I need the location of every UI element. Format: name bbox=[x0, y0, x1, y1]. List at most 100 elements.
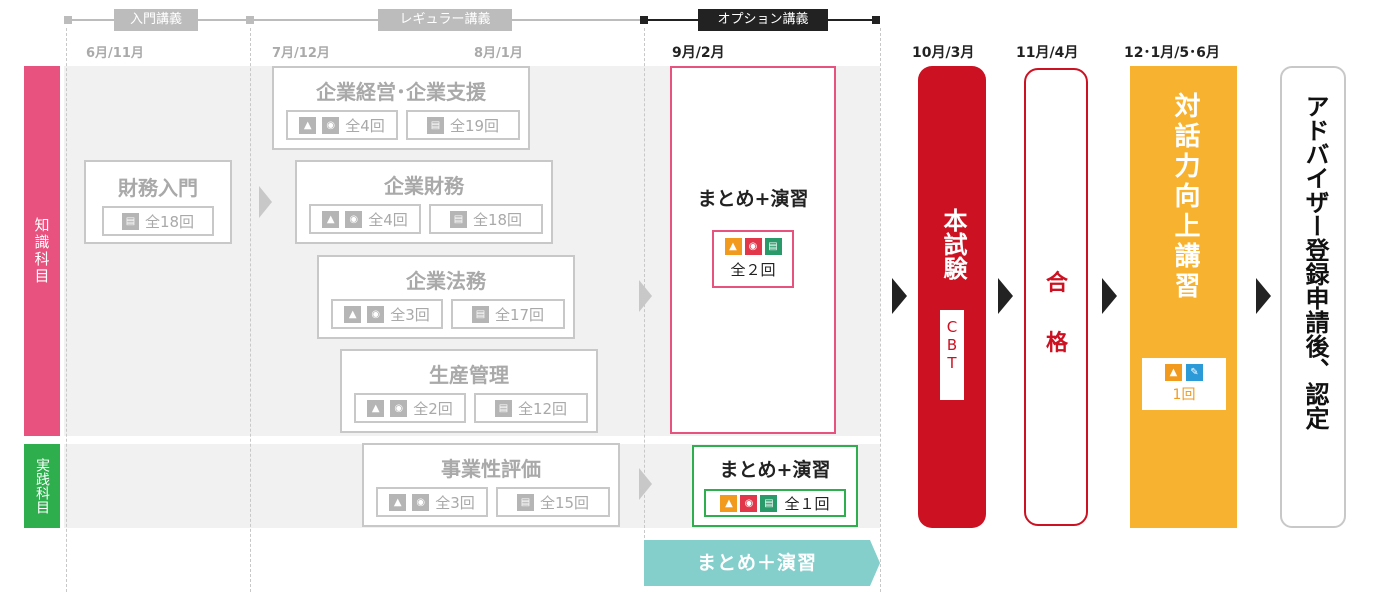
chevron-right-icon bbox=[1102, 278, 1117, 314]
web-class-icon: ◉ bbox=[322, 116, 340, 134]
summary-banner-shape bbox=[644, 540, 880, 586]
timeline-end-dot bbox=[872, 16, 880, 24]
phase-option-label: オプション講義 bbox=[698, 9, 828, 31]
chevron-right-icon bbox=[998, 278, 1013, 314]
web-class-icon: ◉ bbox=[740, 494, 758, 512]
date-label: 7月/12月 bbox=[272, 46, 330, 61]
live-lecture-icon: ▲ bbox=[720, 494, 738, 512]
course-live-count: ▲ ◉ 全4回 bbox=[286, 110, 398, 140]
course-title: 事業性評価 bbox=[441, 457, 541, 481]
session-count: 全4回 bbox=[345, 116, 385, 135]
course-title: 企業法務 bbox=[406, 269, 486, 293]
course-seisan: 生産管理 ▲ ◉ 全2回 ▤ 全12回 bbox=[340, 349, 598, 433]
date-label: 6月/11月 bbox=[86, 46, 144, 61]
video-lecture-icon: ▤ bbox=[494, 399, 512, 417]
chevron-right-icon bbox=[639, 468, 652, 500]
video-lecture-icon: ▤ bbox=[760, 494, 778, 512]
live-lecture-icon: ▲ bbox=[367, 399, 385, 417]
dialogue-title: 対話力向上講習 bbox=[1170, 92, 1200, 302]
session-count: 1回 bbox=[1172, 387, 1196, 403]
video-lecture-icon: ▤ bbox=[516, 493, 534, 511]
chevron-right-icon bbox=[1256, 278, 1271, 314]
course-live-count: ▲ ◉ 全2回 bbox=[354, 393, 466, 423]
option-count-badge: ▲ ◉ ▤ 全２回 bbox=[712, 230, 794, 288]
course-vod-count: ▤ 全18回 bbox=[429, 204, 543, 234]
phase-intro-label: 入門講義 bbox=[114, 9, 198, 31]
session-count: 全3回 bbox=[390, 305, 430, 324]
option-title: まとめ+演習 bbox=[697, 188, 809, 210]
phase-regular-label: レギュラー講義 bbox=[378, 9, 512, 31]
course-live-count: ▲◉ 全3回 bbox=[331, 299, 443, 329]
date-label: 8月/1月 bbox=[474, 46, 523, 61]
course-zaimu-nyumon: 財務入門 ▤ 全18回 bbox=[84, 160, 232, 244]
course-vod-count: ▤ 全17回 bbox=[451, 299, 565, 329]
web-class-icon: ◉ bbox=[345, 210, 363, 228]
exam-box: 本試験 CBT bbox=[918, 66, 986, 528]
session-count: 全17回 bbox=[494, 305, 545, 324]
timeline-regular-dot bbox=[246, 16, 254, 24]
chevron-right-icon bbox=[639, 280, 652, 312]
session-count: 全１回 bbox=[784, 494, 830, 513]
knowledge-row-label: 知識科目 bbox=[24, 66, 60, 436]
cbt-badge: CBT bbox=[940, 310, 964, 400]
date-label: 9月/2月 bbox=[672, 45, 725, 61]
grid-divider bbox=[250, 28, 251, 592]
exam-title: 本試験 bbox=[939, 208, 967, 280]
web-class-icon: ◉ bbox=[390, 399, 408, 417]
web-class-icon: ◉ bbox=[744, 238, 762, 255]
grid-divider bbox=[880, 28, 881, 592]
chevron-right-icon bbox=[892, 278, 907, 314]
video-lecture-icon: ▤ bbox=[471, 305, 489, 323]
chevron-right-icon bbox=[259, 186, 272, 218]
course-title: 財務入門 bbox=[118, 176, 198, 200]
live-lecture-icon: ▲ bbox=[1165, 364, 1182, 381]
course-zaimu: 企業財務 ▲◉ 全4回 ▤ 全18回 bbox=[295, 160, 553, 244]
timeline-option-dot bbox=[640, 16, 648, 24]
live-lecture-icon: ▲ bbox=[344, 305, 362, 323]
course-live-count: ▲◉ 全4回 bbox=[309, 204, 421, 234]
option-icons: ▲ ◉ ▤ bbox=[714, 238, 792, 255]
dialogue-icons: ▲ ✎ bbox=[1142, 364, 1226, 381]
web-class-icon: ◉ bbox=[412, 493, 430, 511]
course-vod-count: ▤ 全15回 bbox=[496, 487, 610, 517]
session-count: 全18回 bbox=[144, 212, 195, 231]
session-count: 全19回 bbox=[449, 116, 500, 135]
session-count: 全15回 bbox=[539, 493, 590, 512]
course-jigyou: 事業性評価 ▲ ◉ 全3回 ▤ 全15回 bbox=[362, 443, 620, 527]
pass-title: 合格 bbox=[1045, 271, 1068, 356]
session-count: 全２回 bbox=[730, 261, 776, 279]
grid-divider bbox=[66, 28, 67, 592]
option-count-badge: ▲ ◉ ▤ 全１回 bbox=[704, 489, 846, 517]
course-title: 生産管理 bbox=[429, 363, 509, 387]
date-label: 10月/3月 bbox=[912, 45, 975, 61]
video-lecture-icon: ▤ bbox=[121, 212, 139, 230]
course-keiei: 企業経営･企業支援 ▲ ◉ 全4回 ▤ 全19回 bbox=[272, 66, 530, 150]
cbt-label: CBT bbox=[943, 318, 961, 372]
live-lecture-icon: ▲ bbox=[299, 116, 317, 134]
date-label: 11月/4月 bbox=[1016, 45, 1079, 61]
session-count: 全3回 bbox=[435, 493, 475, 512]
certification-title: アドバイザー登録申請後、認定 bbox=[1301, 94, 1329, 430]
summary-banner-text: まとめ＋演習 bbox=[696, 552, 817, 574]
certification-box: アドバイザー登録申請後、認定 bbox=[1280, 66, 1346, 528]
date-label: 12･1月/5･6月 bbox=[1124, 45, 1220, 61]
option-knowledge-box: まとめ+演習 ▲ ◉ ▤ 全２回 bbox=[670, 66, 836, 434]
practice-row-label: 実践科目 bbox=[24, 444, 60, 528]
live-lecture-icon: ▲ bbox=[389, 493, 407, 511]
session-count: 全2回 bbox=[413, 399, 453, 418]
course-live-count: ▲ ◉ 全3回 bbox=[376, 487, 488, 517]
course-vod-count: ▤ 全18回 bbox=[102, 206, 214, 236]
session-count: 全4回 bbox=[368, 210, 408, 229]
course-vod-count: ▤ 全12回 bbox=[474, 393, 588, 423]
course-title: 企業財務 bbox=[384, 174, 464, 198]
live-lecture-icon: ▲ bbox=[724, 238, 742, 255]
video-lecture-icon: ▤ bbox=[764, 238, 782, 255]
timeline-start-dot bbox=[64, 16, 72, 24]
video-lecture-icon: ▤ bbox=[449, 210, 467, 228]
session-count: 全18回 bbox=[472, 210, 523, 229]
course-houmu: 企業法務 ▲◉ 全3回 ▤ 全17回 bbox=[317, 255, 575, 339]
dialogue-training-box: 対話力向上講習 ▲ ✎ 1回 bbox=[1130, 66, 1237, 528]
session-count: 全12回 bbox=[517, 399, 568, 418]
course-title: 企業経営･企業支援 bbox=[316, 80, 486, 104]
video-lecture-icon: ▤ bbox=[426, 116, 444, 134]
